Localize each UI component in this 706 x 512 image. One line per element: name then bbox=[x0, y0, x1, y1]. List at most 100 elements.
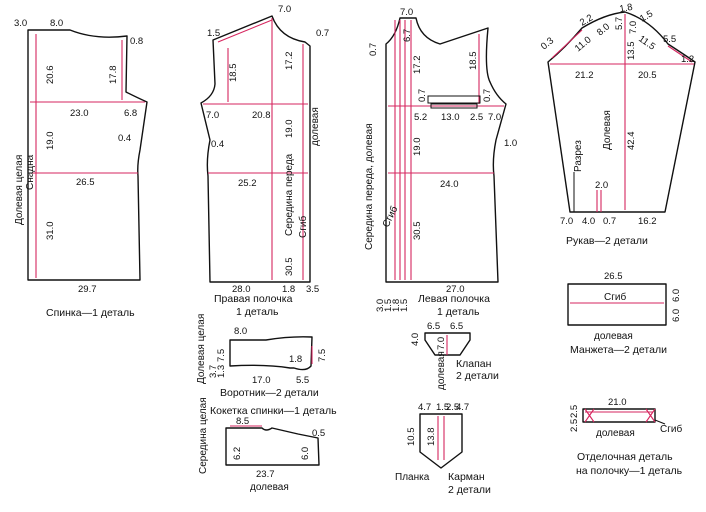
sl-m-h: 7.0 bbox=[628, 21, 639, 34]
pocket-caption-1: Карман bbox=[448, 471, 485, 483]
lf-m-n: 24.0 bbox=[440, 179, 459, 190]
lf-m-i: 13.0 bbox=[441, 112, 460, 123]
sl-m-g: 5.7 bbox=[614, 17, 625, 30]
back-m-i: 0.4 bbox=[118, 133, 131, 144]
flap-m-d: 7.0 bbox=[436, 337, 447, 350]
sl-m-r: 4.0 bbox=[582, 216, 595, 227]
lf-bottom-mark-2: 1.5 bbox=[383, 299, 394, 312]
sl-m-q: 7.0 bbox=[560, 216, 573, 227]
cuff-m-a: 26.5 bbox=[604, 271, 623, 282]
lf-m-p: 27.0 bbox=[446, 284, 465, 295]
sl-m-m: 21.2 bbox=[575, 70, 594, 81]
rf-caption-2: 1 деталь bbox=[236, 306, 279, 318]
sl-m-d: 0.3 bbox=[539, 35, 556, 52]
right-front-piece: 7.0 1.5 0.7 18.5 17.2 7.0 20.8 19.0 0.4 … bbox=[200, 4, 329, 318]
sleeve-piece: 2.2 1.8 1.5 0.3 11.0 8.0 5.7 7.0 11.5 5.… bbox=[539, 2, 696, 247]
sl-m-n: 20.5 bbox=[638, 70, 657, 81]
lf-m-j: 2.5 bbox=[470, 112, 483, 123]
rf-m-m: 1.8 bbox=[282, 284, 295, 295]
sl-m-s: 0.7 bbox=[603, 216, 616, 227]
collar-piece: 8.0 7.5 1.3 3.7 1.8 7.5 17.0 5.5 Долевая… bbox=[196, 314, 328, 399]
sl-caption: Рукав—2 детали bbox=[566, 235, 648, 247]
cuff-caption: Манжета—2 детали bbox=[570, 344, 667, 356]
facing-m-b: 2.5 bbox=[569, 405, 580, 418]
lf-m-l: 1.0 bbox=[504, 138, 517, 149]
flap-caption-2: 2 детали bbox=[456, 370, 499, 382]
rf-caption-1: Правая полочка bbox=[214, 293, 293, 305]
flap-m-a: 6.5 bbox=[427, 321, 440, 332]
sl-m-a: 2.2 bbox=[578, 12, 595, 28]
rf-center-label: Середина переда bbox=[284, 153, 295, 236]
lf-m-c: 0.7 bbox=[368, 43, 379, 56]
rf-m-k: 30.5 bbox=[284, 258, 295, 277]
facing-grain-label: долевая bbox=[596, 428, 635, 439]
sl-m-t: 16.2 bbox=[638, 216, 657, 227]
yoke-grain2-label: долевая bbox=[250, 482, 289, 493]
back-m-d: 20.6 bbox=[45, 66, 56, 85]
facing-caption-1: Отделочная деталь bbox=[577, 451, 673, 463]
facing-caption-2: на полочку—1 деталь bbox=[576, 465, 683, 477]
pocket-m-b: 1.5 bbox=[436, 402, 449, 413]
lf-fold-label: Сгиб bbox=[380, 204, 401, 229]
rf-m-c: 0.7 bbox=[316, 28, 329, 39]
sl-m-i: 11.5 bbox=[636, 33, 657, 52]
lf-m-m: 19.0 bbox=[412, 138, 423, 157]
lf-m-h: 5.2 bbox=[414, 112, 427, 123]
rf-m-g: 20.8 bbox=[252, 110, 271, 121]
collar-m-g: 17.0 bbox=[252, 375, 271, 386]
lf-bottom-mark-3: 1.8 bbox=[391, 299, 402, 312]
back-m-h: 19.0 bbox=[45, 132, 56, 151]
back-m-k: 31.0 bbox=[45, 222, 56, 241]
rf-m-j: 25.2 bbox=[238, 178, 257, 189]
lf-bottom-mark-4: 1.5 bbox=[399, 299, 410, 312]
lf-m-b: 6.7 bbox=[402, 29, 413, 42]
cuff-m-c: 6.0 bbox=[671, 309, 682, 322]
back-caption: Спинка—1 деталь bbox=[46, 307, 135, 319]
sl-grain-label: Долевая bbox=[602, 110, 613, 150]
back-grain-label: Долевая целая bbox=[14, 155, 25, 225]
rf-m-a: 7.0 bbox=[278, 4, 291, 15]
cuff-fold-label: Сгиб bbox=[604, 291, 626, 303]
yoke-piece: 8.5 0.5 6.2 6.0 23.7 Середина целая доле… bbox=[198, 397, 337, 493]
rf-m-l: 28.0 bbox=[232, 284, 251, 295]
yoke-caption: Кокетка спинки—1 деталь bbox=[210, 405, 337, 417]
collar-m-h: 5.5 bbox=[296, 375, 309, 386]
sl-m-c: 1.5 bbox=[638, 8, 655, 24]
facing-m-a: 21.0 bbox=[608, 397, 627, 408]
pocket-m-d: 4.7 bbox=[456, 402, 469, 413]
collar-m-a: 8.0 bbox=[234, 326, 247, 337]
pocket-piece: 4.7 1.5 2.5 4.7 10.5 13.8 Планка Карман … bbox=[395, 402, 491, 496]
lf-m-d: 17.2 bbox=[412, 56, 423, 75]
collar-m-f: 7.5 bbox=[317, 349, 328, 362]
back-piece: 3.0 8.0 0.8 20.6 17.8 23.0 6.8 19.0 0.4 … bbox=[14, 18, 148, 319]
flap-piece: 6.5 6.5 4.0 7.0 долевая Клапан 2 детали bbox=[410, 321, 499, 390]
pocket-m-e: 10.5 bbox=[406, 428, 417, 447]
rf-m-e: 17.2 bbox=[284, 52, 295, 71]
facing-piece: 21.0 2.5 2.5 долевая Сгиб Отделочная дет… bbox=[569, 397, 683, 477]
rf-fold-label: Сгиб bbox=[297, 216, 309, 238]
back-m-j: 26.5 bbox=[76, 177, 95, 188]
sl-m-e: 11.0 bbox=[573, 34, 594, 54]
pocket-m-a: 4.7 bbox=[418, 402, 431, 413]
rf-m-i: 0.4 bbox=[211, 139, 224, 150]
sl-m-f: 8.0 bbox=[595, 21, 612, 38]
back-m-l: 29.7 bbox=[78, 284, 97, 295]
lf-m-f: 0.7 bbox=[417, 89, 428, 102]
yoke-m-b: 0.5 bbox=[312, 428, 325, 439]
facing-fold-label: Сгиб bbox=[660, 423, 682, 435]
facing-m-c: 2.5 bbox=[569, 419, 580, 432]
cuff-grain-label: долевая bbox=[594, 331, 633, 342]
pocket-m-f: 13.8 bbox=[426, 428, 437, 447]
lf-center-label: Середина переда, долевая bbox=[364, 123, 375, 250]
sl-m-b: 1.8 bbox=[619, 2, 634, 15]
sl-m-o: 42.4 bbox=[626, 132, 637, 151]
flap-m-b: 6.5 bbox=[450, 321, 463, 332]
yoke-m-d: 6.0 bbox=[300, 447, 311, 460]
left-front-piece: 7.0 6.7 0.7 17.2 18.5 0.7 0.7 5.2 13.0 2… bbox=[364, 7, 517, 318]
sl-m-l: 13.5 bbox=[626, 42, 637, 61]
pocket-caption-2: 2 детали bbox=[448, 484, 491, 496]
rf-grain-label: долевая bbox=[310, 107, 321, 146]
yoke-m-e: 23.7 bbox=[256, 469, 275, 480]
collar-grain-label: Долевая целая bbox=[196, 314, 207, 384]
back-m-f: 23.0 bbox=[70, 108, 89, 119]
